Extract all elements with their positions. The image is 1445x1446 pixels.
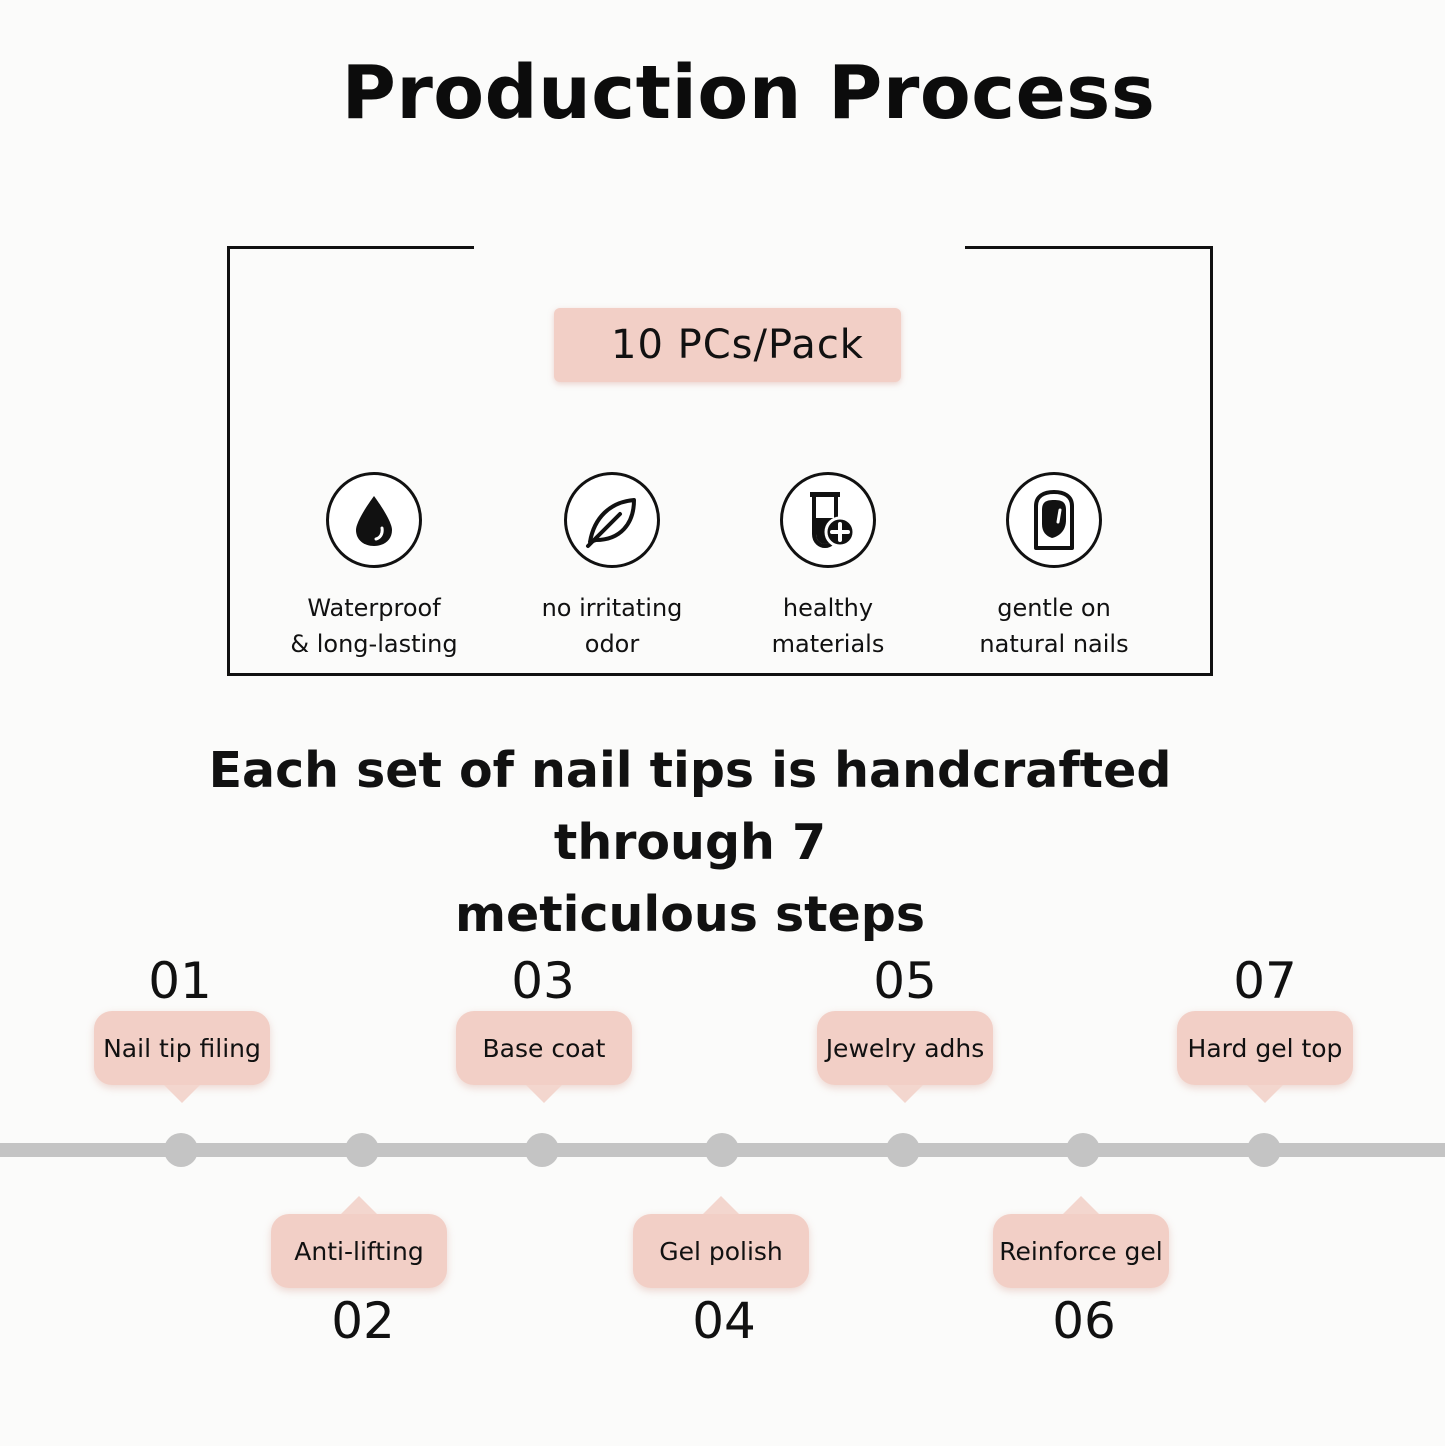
subtitle-line1: Each set of nail tips is handcrafted thr… <box>208 742 1172 871</box>
timeline-dot <box>1247 1133 1281 1167</box>
step-label: Nail tip filing <box>94 1011 270 1103</box>
step-number: 01 <box>148 952 212 1010</box>
step-label: Hard gel top <box>1177 1011 1353 1103</box>
water-drop-icon <box>326 472 422 568</box>
feature-label-line1: gentle on <box>997 594 1111 622</box>
timeline-dot <box>705 1133 739 1167</box>
feature-label-line2: odor <box>584 630 640 658</box>
step-label: Base coat <box>456 1011 632 1103</box>
timeline-dot <box>1066 1133 1100 1167</box>
feature-no-odor: no irritating odor <box>502 472 722 662</box>
subtitle-line2: meticulous steps <box>454 886 926 943</box>
pack-badge: 10 PCs/Pack <box>554 308 901 382</box>
feature-waterproof: Waterproof & long-lasting <box>264 472 484 662</box>
nail-icon <box>1006 472 1102 568</box>
feature-gentle-nails: gentle on natural nails <box>944 472 1164 662</box>
frame-border-left <box>227 246 230 676</box>
step-label: Gel polish <box>633 1196 809 1288</box>
timeline-dot <box>345 1133 379 1167</box>
step-label: Jewelry adhs <box>817 1011 993 1103</box>
leaf-icon <box>564 472 660 568</box>
frame-border-top-right <box>965 246 1213 249</box>
step-number: 03 <box>511 952 575 1010</box>
feature-label-line1: no irritating <box>541 594 683 622</box>
step-number: 05 <box>873 952 937 1010</box>
step-number: 04 <box>692 1292 756 1350</box>
timeline-dot <box>525 1133 559 1167</box>
feature-label-line2: & long-lasting <box>290 630 458 658</box>
feature-label-line1: Waterproof <box>307 594 441 622</box>
timeline-dot <box>886 1133 920 1167</box>
subtitle: Each set of nail tips is handcrafted thr… <box>100 735 1280 951</box>
step-label: Reinforce gel <box>993 1196 1169 1288</box>
frame-border-top-left <box>227 246 474 249</box>
feature-label-line1: healthy <box>782 594 874 622</box>
page-title: Production Process <box>341 50 1156 136</box>
feature-healthy-materials: healthy materials <box>718 472 938 662</box>
frame-border-bottom <box>227 673 1213 676</box>
feature-label-line2: materials <box>771 630 885 658</box>
frame-border-right <box>1210 246 1213 676</box>
feature-label-line2: natural nails <box>979 630 1129 658</box>
step-label: Anti-lifting <box>271 1196 447 1288</box>
test-tube-plus-icon <box>780 472 876 568</box>
step-number: 02 <box>331 1292 395 1350</box>
timeline-dot <box>164 1133 198 1167</box>
step-number: 07 <box>1233 952 1297 1010</box>
step-number: 06 <box>1052 1292 1116 1350</box>
